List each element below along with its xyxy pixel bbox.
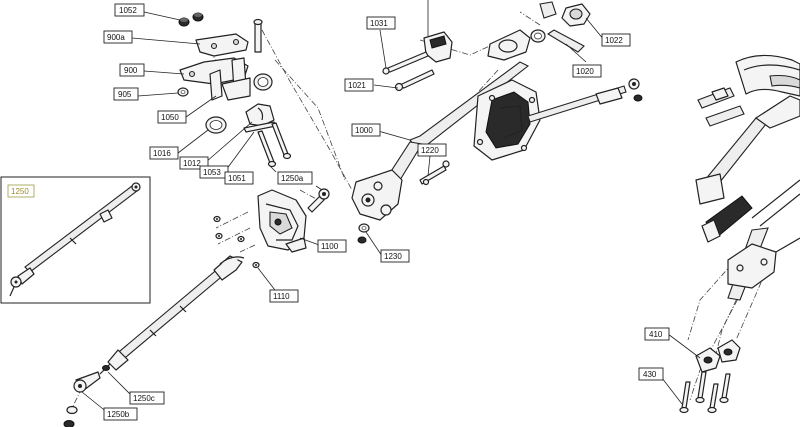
callout-1250a[interactable]: 1250a — [277, 171, 313, 185]
svg-text:1051: 1051 — [228, 174, 246, 183]
callout-1021[interactable]: 1021 — [344, 78, 374, 92]
callout-1031[interactable]: 1031 — [366, 16, 396, 30]
assembly-dash-lines — [69, 11, 771, 413]
steering-housing-1100 — [257, 189, 307, 253]
cover-plate — [473, 79, 541, 161]
seal-ring-1016 — [205, 116, 227, 134]
bolt-1021 — [394, 69, 435, 92]
callout-1053[interactable]: 1053 — [199, 165, 229, 179]
callout-900[interactable]: 900 — [119, 63, 145, 77]
svg-text:410: 410 — [649, 330, 663, 339]
callout-1052[interactable]: 1052 — [114, 3, 145, 17]
svg-text:430: 430 — [643, 370, 657, 379]
seal-ring-right — [253, 73, 273, 91]
svg-text:900a: 900a — [107, 33, 125, 42]
svg-text:1050: 1050 — [161, 113, 179, 122]
tie-rod-right — [527, 78, 643, 123]
svg-text:1250c: 1250c — [133, 394, 155, 403]
svg-text:1016: 1016 — [153, 149, 171, 158]
callout-1250b[interactable]: 1250b — [103, 407, 138, 421]
housing-screws — [213, 215, 260, 269]
svg-text:1012: 1012 — [183, 159, 201, 168]
svg-text:1220: 1220 — [421, 146, 439, 155]
bolts-1051 — [257, 122, 292, 168]
grip — [701, 195, 753, 243]
callout-900a[interactable]: 900a — [103, 30, 133, 44]
callout-1000[interactable]: 1000 — [351, 123, 381, 137]
tube-1020 — [530, 29, 585, 53]
callout-1050[interactable]: 1050 — [157, 110, 187, 124]
bracket-900 — [179, 57, 249, 85]
steering-column-mount — [727, 227, 800, 301]
svg-text:1020: 1020 — [576, 67, 594, 76]
clamp-1031 — [382, 31, 453, 75]
nut-1052-a — [178, 17, 190, 27]
stud-bolt — [253, 18, 263, 53]
sleeve-1050-a — [209, 69, 223, 101]
steering-arm-1000 — [351, 29, 531, 221]
callout-430[interactable]: 430 — [638, 367, 664, 381]
svg-text:1110: 1110 — [273, 292, 290, 301]
support-bracket-assembly — [177, 12, 292, 168]
bolt-1220 — [419, 160, 450, 186]
callout-1230[interactable]: 1230 — [380, 249, 410, 263]
tie-rod-end-1250b — [63, 371, 101, 427]
svg-text:1031: 1031 — [370, 19, 388, 28]
ball-joint-1250a — [307, 188, 330, 213]
bracket-900a — [195, 33, 249, 57]
steering-shaft-lower — [99, 255, 245, 375]
svg-text:1000: 1000 — [355, 126, 373, 135]
svg-text:1250b: 1250b — [107, 410, 130, 419]
svg-text:1230: 1230 — [384, 252, 402, 261]
callout-1250c[interactable]: 1250c — [129, 391, 165, 405]
nut-1052-b — [192, 12, 204, 22]
inset-label-1250: 1250 — [11, 187, 29, 196]
handlebar-assembly — [695, 54, 800, 243]
callout-1100[interactable]: 1100 — [317, 239, 347, 253]
svg-text:1022: 1022 — [605, 36, 623, 45]
clamp-410 — [695, 339, 741, 373]
inset-tie-rod — [9, 182, 141, 297]
svg-text:1021: 1021 — [348, 81, 366, 90]
washer-905 — [177, 87, 189, 97]
inset-tie-rod-1250: 1250 — [0, 176, 151, 304]
svg-text:900: 900 — [124, 66, 138, 75]
bolts-430 — [679, 371, 731, 414]
jam-nut-1250c — [102, 365, 110, 371]
callout-410[interactable]: 410 — [644, 327, 670, 341]
svg-text:1053: 1053 — [203, 168, 221, 177]
callout-1220[interactable]: 1220 — [417, 143, 447, 157]
washer-1230 — [357, 223, 370, 244]
callout-1016[interactable]: 1016 — [149, 146, 179, 160]
svg-text:1250a: 1250a — [281, 174, 304, 183]
callout-1020[interactable]: 1020 — [572, 64, 602, 78]
svg-text:1052: 1052 — [119, 6, 137, 15]
callout-905[interactable]: 905 — [113, 87, 139, 101]
callout-1110[interactable]: 1110 — [269, 289, 299, 303]
callout-1022[interactable]: 1022 — [601, 33, 631, 47]
bearing-1022 — [539, 1, 591, 27]
svg-text:905: 905 — [118, 90, 132, 99]
svg-text:1100: 1100 — [321, 242, 339, 251]
callout-1051[interactable]: 1051 — [224, 171, 254, 185]
